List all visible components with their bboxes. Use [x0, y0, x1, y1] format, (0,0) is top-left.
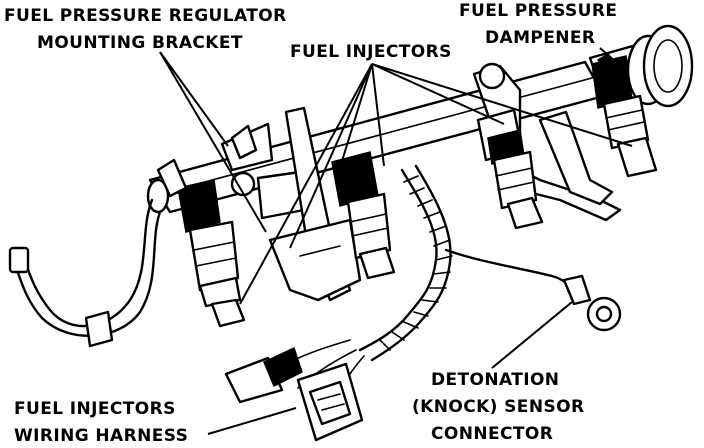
- label-regulator-bracket-line2: MOUNTING BRACKET: [37, 33, 243, 53]
- label-wiring-harness-line1: FUEL INJECTORS: [14, 399, 176, 419]
- label-regulator-bracket-line1: FUEL PRESSURE REGULATOR: [4, 6, 287, 26]
- label-fuel-injectors: FUEL INJECTORS: [290, 42, 452, 62]
- fuel-line: [8, 198, 162, 348]
- wiring-harness: [224, 164, 453, 442]
- leader-lines: [159, 47, 633, 435]
- label-dampener-line2: DAMPENER: [485, 28, 595, 48]
- label-dampener-line1: FUEL PRESSURE: [459, 1, 617, 21]
- fuel-injector-3: [476, 108, 544, 230]
- label-knock-sensor-line2: (KNOCK) SENSOR: [412, 397, 584, 417]
- knock-sensor-lead: [444, 248, 622, 332]
- label-knock-sensor-line3: CONNECTOR: [431, 424, 553, 444]
- fuel-injector-4: [591, 55, 658, 178]
- label-knock-sensor-line1: DETONATION: [431, 370, 559, 390]
- fuel-injector-1: [156, 158, 246, 328]
- label-wiring-harness-line2: WIRING HARNESS: [14, 426, 188, 446]
- fuel-injector-2: [331, 151, 396, 280]
- injector-brackets: [268, 62, 622, 302]
